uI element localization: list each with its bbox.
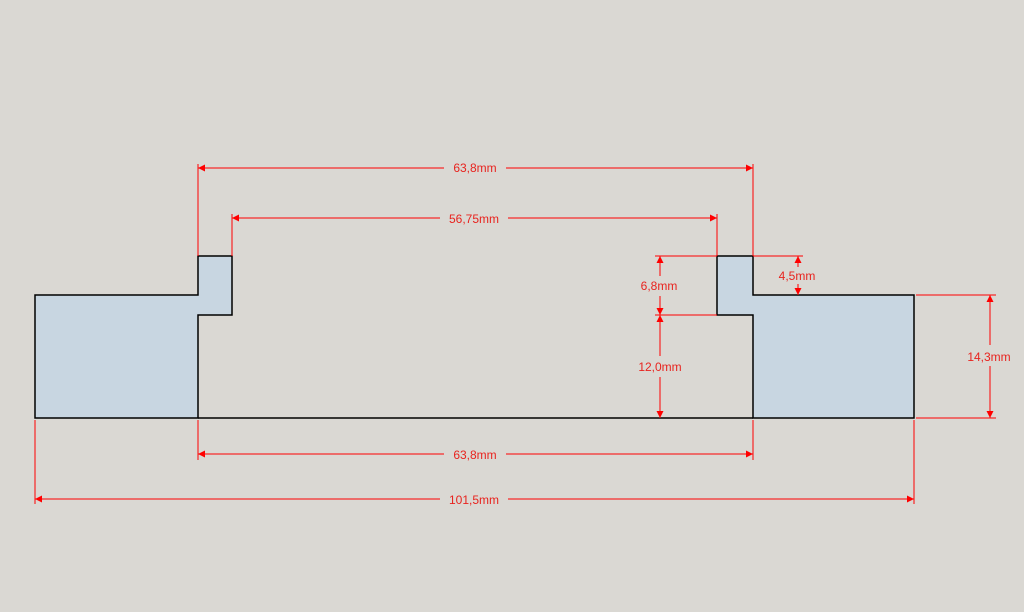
dim-overall-width-label: 101,5mm [449, 493, 499, 507]
dim-top-outer-width-label: 63,8mm [453, 161, 496, 175]
dim-lower-height-label: 12,0mm [638, 360, 681, 374]
dim-side-height-label: 14,3mm [967, 350, 1010, 364]
dim-tab-height-label: 6,8mm [641, 279, 678, 293]
dim-side-height: 14,3mm [967, 295, 1011, 418]
dim-top-outer-width: 63,8mm [198, 161, 753, 175]
dim-lower-height: 12,0mm [638, 315, 682, 418]
dim-top-inner-width-label: 56,75mm [449, 212, 499, 226]
dim-tab-height: 6,8mm [641, 256, 678, 315]
dim-bottom-inner-width: 63,8mm [198, 448, 753, 462]
dim-overall-width: 101,5mm [35, 493, 914, 507]
dim-bottom-inner-width-label: 63,8mm [453, 448, 496, 462]
dim-top-inner-width: 56,75mm [232, 212, 717, 226]
profile-outline [34, 255, 915, 419]
dim-tab-step-label: 4,5mm [779, 269, 816, 283]
dim-tab-step: 4,5mm [779, 256, 816, 295]
